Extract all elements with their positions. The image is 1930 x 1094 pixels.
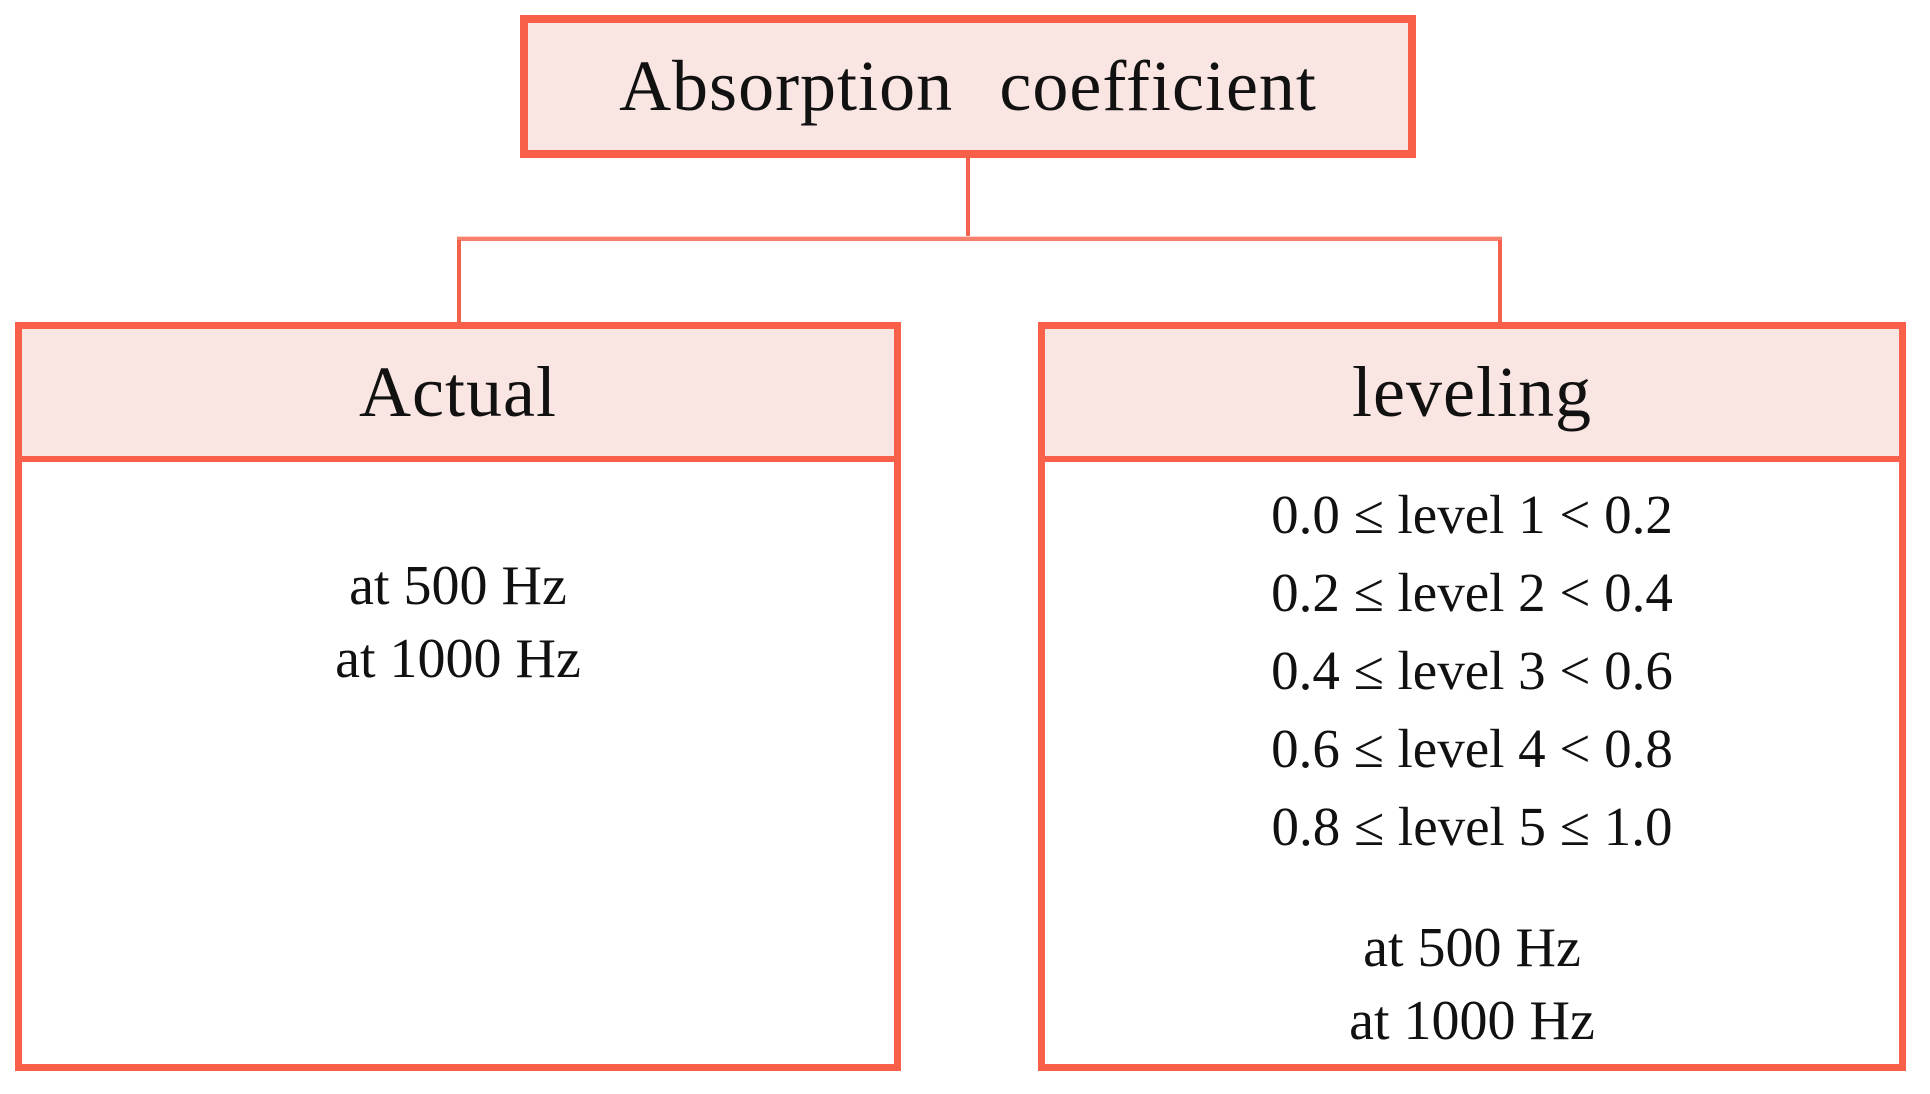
leveling-range-level4: 0.6 ≤ level 4 < 0.8: [1271, 718, 1673, 779]
leveling-frequency-1000hz: at 1000 Hz: [1349, 990, 1595, 1052]
actual-frequency-500hz: at 500 Hz: [349, 555, 567, 617]
leveling-range-level1: 0.0 ≤ level 1 < 0.2: [1271, 484, 1673, 545]
leveling-frequency-500hz: at 500 Hz: [1363, 917, 1581, 979]
leveling-ranges: 0.0 ≤ level 1 < 0.2 0.2 ≤ level 2 < 0.4 …: [1271, 476, 1673, 866]
actual-node-label: Actual: [359, 352, 557, 432]
leveling-node-header: leveling: [1045, 329, 1899, 462]
connector-left-drop-line: [457, 240, 461, 324]
actual-node-header: Actual: [22, 329, 894, 462]
leveling-range-level3: 0.4 ≤ level 3 < 0.6: [1271, 640, 1673, 701]
actual-frequency-1000hz: at 1000 Hz: [335, 628, 581, 690]
leveling-range-level2: 0.2 ≤ level 2 < 0.4: [1271, 562, 1673, 623]
leveling-range-level5: 0.8 ≤ level 5 ≤ 1.0: [1271, 796, 1673, 857]
connector-horizontal-line: [457, 236, 1502, 241]
root-node-title: Absorption coefficient: [619, 46, 1317, 126]
leveling-node-label: leveling: [1352, 352, 1592, 432]
actual-node-body: at 500 Hz at 1000 Hz: [22, 462, 894, 1064]
actual-node: Actual at 500 Hz at 1000 Hz: [15, 322, 901, 1071]
leveling-frequencies: at 500 Hz at 1000 Hz: [1349, 912, 1595, 1058]
leveling-node-body: 0.0 ≤ level 1 < 0.2 0.2 ≤ level 2 < 0.4 …: [1045, 462, 1899, 1064]
connector-right-drop-line: [1498, 240, 1502, 324]
root-node-absorption-coefficient: Absorption coefficient: [520, 15, 1416, 158]
leveling-node: leveling 0.0 ≤ level 1 < 0.2 0.2 ≤ level…: [1038, 322, 1906, 1071]
connector-root-drop-line: [966, 158, 970, 237]
